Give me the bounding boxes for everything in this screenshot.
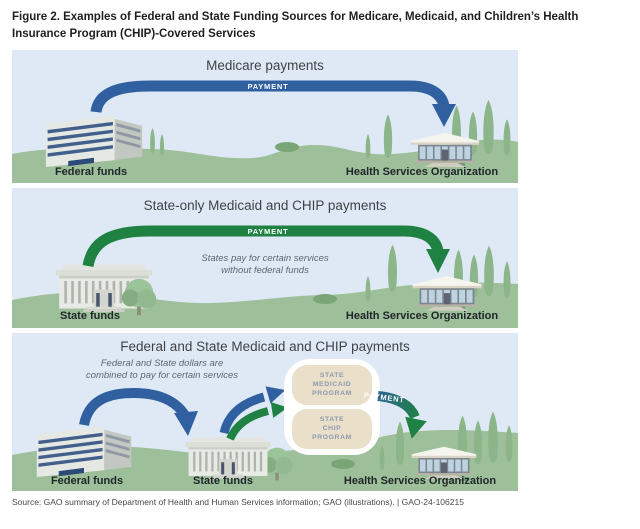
- hedge-icon: [456, 162, 465, 167]
- ground: [12, 282, 518, 329]
- federal-to-state-arrow: [79, 388, 191, 427]
- arrowhead-icon: [270, 402, 288, 419]
- panel-state-only-payments: PAYMENT States pay for certain services …: [12, 188, 518, 329]
- federal-funds-label: Federal funds: [55, 166, 127, 178]
- arrowhead-icon: [174, 411, 198, 437]
- payment-label: PAYMENT: [247, 82, 288, 91]
- chip-box-line2: CHIP: [323, 425, 342, 432]
- chip-box-line1: STATE: [320, 416, 344, 423]
- caption-line1: Federal and State dollars are: [101, 358, 224, 369]
- medicaid-box-line3: PROGRAM: [312, 390, 352, 397]
- state-funds-label: State funds: [60, 310, 120, 322]
- panel-title: Medicare payments: [206, 58, 324, 73]
- state-funds-label: State funds: [193, 475, 253, 487]
- payment-arrow-gradient: [377, 391, 420, 420]
- payment-arrow-blue: [90, 80, 450, 114]
- panel-medicare-payments: PAYMENT Medicare payments Federal funds …: [12, 50, 518, 184]
- bush-icon: [331, 459, 355, 470]
- state-funds-building-icon: [185, 437, 271, 480]
- arrowhead-icon: [265, 386, 286, 404]
- caption-line2: without federal funds: [221, 265, 309, 276]
- hedge-icon: [460, 477, 469, 482]
- figure-title-line1: Figure 2. Examples of Federal and State …: [12, 11, 579, 23]
- source-line: Source: GAO summary of Department of Hea…: [12, 497, 464, 508]
- state-to-medicaid-arrow: [219, 393, 266, 435]
- figure-title-line2: Insurance Program (CHIP)-Covered Service…: [12, 27, 256, 40]
- payment-arrow-green: [82, 225, 444, 268]
- state-to-chip-arrow: [226, 407, 270, 442]
- health-services-org-label: Health Services Organization: [346, 166, 498, 178]
- federal-funds-label: Federal funds: [51, 475, 123, 487]
- panel-federal-state-payments: STATE MEDICAID PROGRAM STATE CHIP PROGRA…: [12, 333, 518, 492]
- chip-box-line3: PROGRAM: [312, 434, 352, 441]
- medicaid-box-line1: STATE: [320, 372, 344, 379]
- arrowhead-icon: [405, 417, 427, 439]
- health-services-org-label: Health Services Organization: [344, 475, 496, 487]
- arrowhead-icon: [426, 249, 450, 274]
- payment-label: PAYMENT: [247, 227, 288, 236]
- bush-icon: [313, 294, 337, 305]
- panel-title: Federal and State Medicaid and CHIP paym…: [120, 339, 410, 354]
- health-services-org-label: Health Services Organization: [346, 310, 498, 322]
- panel-title: State-only Medicaid and CHIP payments: [144, 198, 387, 213]
- medicaid-box-line2: MEDICAID: [313, 381, 351, 388]
- state-chip-program-box: [292, 409, 372, 450]
- state-medicaid-program-box: [292, 365, 372, 406]
- figure-title: Figure 2. Examples of Federal and State …: [12, 9, 624, 42]
- caption-line2: combined to pay for certain services: [86, 370, 238, 381]
- bush-icon: [275, 142, 299, 153]
- caption-line1: States pay for certain services: [201, 253, 328, 264]
- arrowhead-icon: [432, 104, 456, 128]
